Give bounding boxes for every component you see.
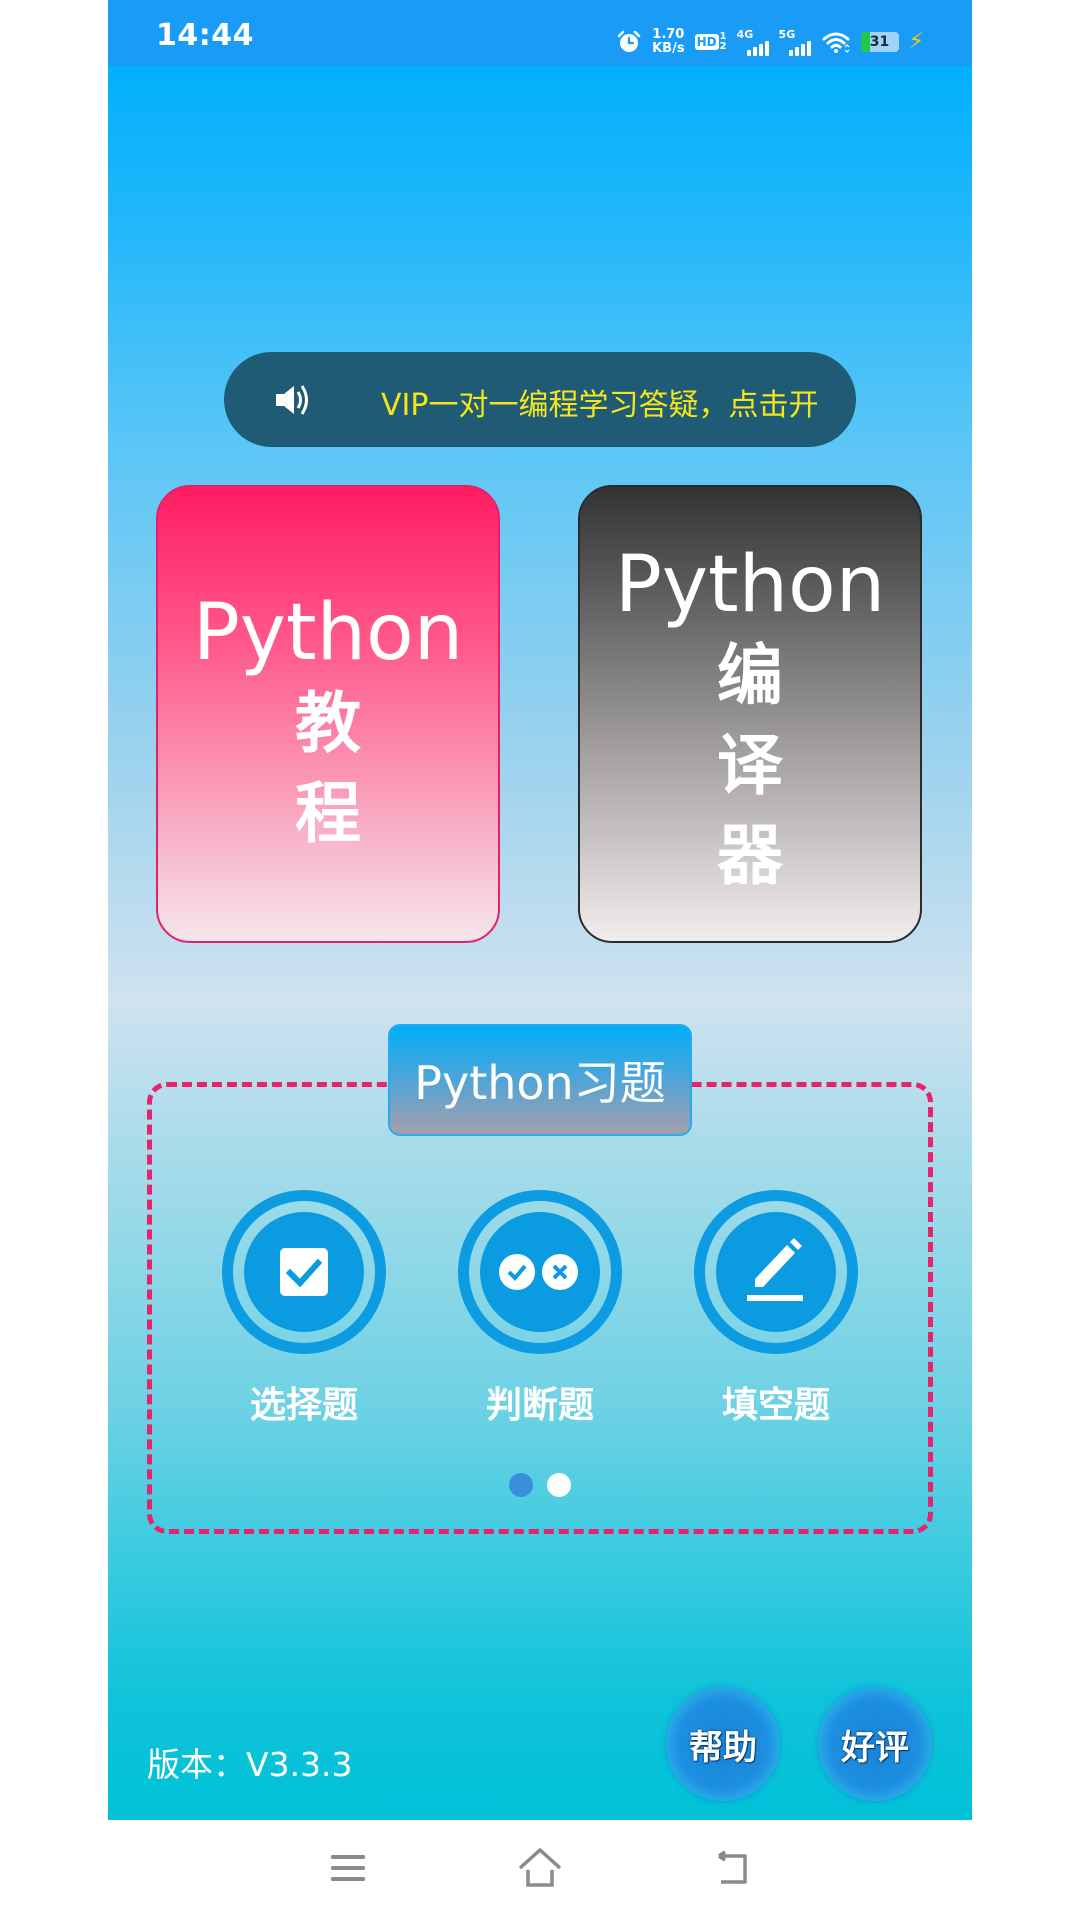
- hd-label: HD: [694, 34, 719, 50]
- true-false-button[interactable]: 判断题: [457, 1190, 623, 1428]
- page-dot[interactable]: [547, 1473, 571, 1497]
- charging-icon: ⚡: [908, 29, 924, 54]
- python-compiler-card[interactable]: Python 编 译 器: [578, 485, 922, 943]
- page-indicator: [509, 1473, 571, 1497]
- exercise-label: 选择题: [249, 1385, 358, 1426]
- review-button[interactable]: 好评: [818, 1687, 932, 1801]
- signal-4g-icon: 4G: [737, 28, 769, 56]
- version-label: 版本：V3.3.3: [147, 1745, 353, 1784]
- menu-button[interactable]: [318, 1840, 378, 1896]
- speaker-icon: [276, 385, 308, 415]
- card-subtitle-char: 译: [717, 727, 783, 804]
- exercises-title: Python习题: [388, 1024, 692, 1136]
- help-button[interactable]: 帮助: [666, 1687, 780, 1801]
- exercise-label: 判断题: [485, 1385, 594, 1426]
- network-speed: 1.70 KB/s: [652, 28, 684, 56]
- hd-sim-bottom: 2: [719, 41, 727, 52]
- icon-ring: [694, 1190, 858, 1354]
- card-subtitle-char: 编: [717, 637, 783, 714]
- back-button[interactable]: [703, 1840, 763, 1896]
- python-tutorial-card[interactable]: Python 教 程: [156, 485, 500, 943]
- status-icons: 1.70 KB/s HD 1 2 4G 5G: [616, 22, 924, 62]
- battery-level: 31: [869, 34, 890, 50]
- true-false-icon: [499, 1254, 578, 1290]
- card-title: Python: [192, 588, 464, 678]
- signal-5g-label: 5G: [778, 28, 796, 41]
- app-screen: 14:44 1.70 KB/s HD 1 2 4G: [108, 0, 972, 1820]
- back-icon: [718, 1850, 747, 1884]
- signal-4g-label: 4G: [736, 28, 754, 41]
- fill-in-blank-button[interactable]: 填空题: [693, 1190, 859, 1428]
- vip-notice-banner[interactable]: VIP一对一编程学习答疑，点击开: [224, 352, 856, 447]
- page-dot-active[interactable]: [509, 1473, 533, 1497]
- network-speed-value: 1.70: [652, 27, 685, 42]
- card-subtitle-char: 教: [295, 685, 361, 762]
- multiple-choice-button[interactable]: 选择题: [221, 1190, 387, 1428]
- hd-sim-numbers: 1 2: [720, 32, 727, 52]
- exercise-label: 填空题: [721, 1385, 830, 1426]
- card-subtitle-char: 程: [295, 775, 361, 852]
- hd-sim-top: 1: [719, 31, 727, 42]
- battery-icon: 31: [860, 32, 899, 52]
- network-speed-unit: KB/s: [652, 41, 685, 56]
- signal-5g-icon: 5G: [779, 28, 811, 56]
- notice-text[interactable]: VIP一对一编程学习答疑，点击开: [381, 388, 819, 423]
- home-icon: [518, 1848, 562, 1887]
- checkbox-icon: [280, 1248, 328, 1296]
- hd-volte-icon: HD 1 2: [694, 32, 727, 52]
- icon-ring: [458, 1190, 622, 1354]
- icon-ring: [222, 1190, 386, 1354]
- menu-icon: [331, 1855, 365, 1881]
- alarm-icon: [617, 30, 641, 52]
- system-nav-bar: [0, 1820, 1080, 1920]
- home-button[interactable]: [510, 1840, 570, 1896]
- card-subtitle-char: 器: [717, 817, 783, 894]
- card-title: Python: [614, 540, 886, 630]
- wifi-icon: [822, 32, 850, 53]
- status-time: 14:44: [156, 18, 254, 53]
- pencil-icon: [747, 1238, 803, 1301]
- status-bar: 14:44 1.70 KB/s HD 1 2 4G: [108, 0, 972, 66]
